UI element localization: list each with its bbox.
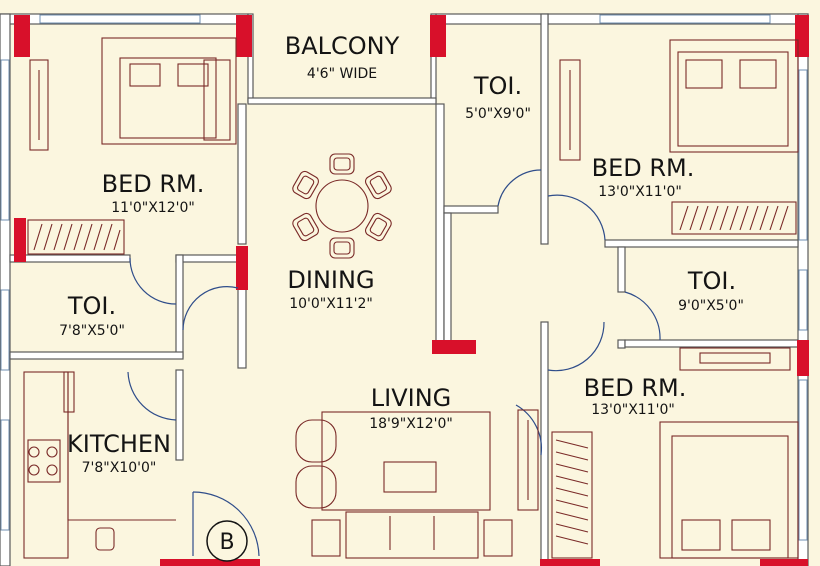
wardrobe-right	[671, 201, 797, 235]
dresser-right-bottom	[679, 347, 791, 371]
kitchen-name: KITCHEN	[67, 430, 171, 458]
structural-columns	[14, 15, 809, 566]
bed-left	[29, 37, 237, 151]
interior-walls	[9, 13, 799, 566]
windows	[0, 14, 808, 541]
wardrobe-right-bottom	[551, 431, 593, 559]
bed-right-top	[559, 39, 799, 161]
dining-dim: 10'0"X11'2"	[289, 296, 373, 312]
balcony-name: BALCONY	[285, 32, 400, 60]
wardrobe-left	[27, 219, 125, 255]
bed-right-bottom	[659, 421, 799, 559]
entrance-badge: B	[206, 520, 248, 562]
toilet-top-dim: 5'0"X9'0"	[465, 106, 531, 122]
bedroom-left-name: BED RM.	[102, 170, 205, 198]
toilet-left-dim: 7'8"X5'0"	[59, 323, 125, 339]
bedroom-right-bottom-dim: 13'0"X11'0"	[591, 402, 675, 418]
living-name: LIVING	[371, 384, 452, 412]
dining-name: DINING	[287, 266, 374, 294]
toilet-right-name: TOI.	[687, 267, 736, 295]
balcony-dim: 4'6" WIDE	[307, 66, 377, 82]
toilet-top-name: TOI.	[473, 72, 522, 100]
living-furniture	[295, 409, 539, 559]
outer-walls	[0, 13, 809, 566]
kitchen-counter	[23, 371, 176, 559]
bedroom-right-bottom-name: BED RM.	[584, 374, 687, 402]
kitchen-dim: 7'8"X10'0"	[82, 460, 157, 476]
bedroom-left-dim: 11'0"X12'0"	[111, 200, 195, 216]
living-dim: 18'9"X12'0"	[369, 416, 453, 432]
dining-table	[290, 153, 394, 259]
room-labels: BALCONY 4'6" WIDE TOI. 5'0"X9'0" BED RM.…	[59, 32, 744, 476]
bedroom-right-top-name: BED RM.	[592, 154, 695, 182]
entrance-badge-label: B	[219, 530, 234, 555]
toilet-left-name: TOI.	[67, 292, 116, 320]
toilet-right-dim: 9'0"X5'0"	[678, 298, 744, 314]
doors	[127, 169, 661, 557]
bedroom-right-top-dim: 13'0"X11'0"	[598, 184, 682, 200]
